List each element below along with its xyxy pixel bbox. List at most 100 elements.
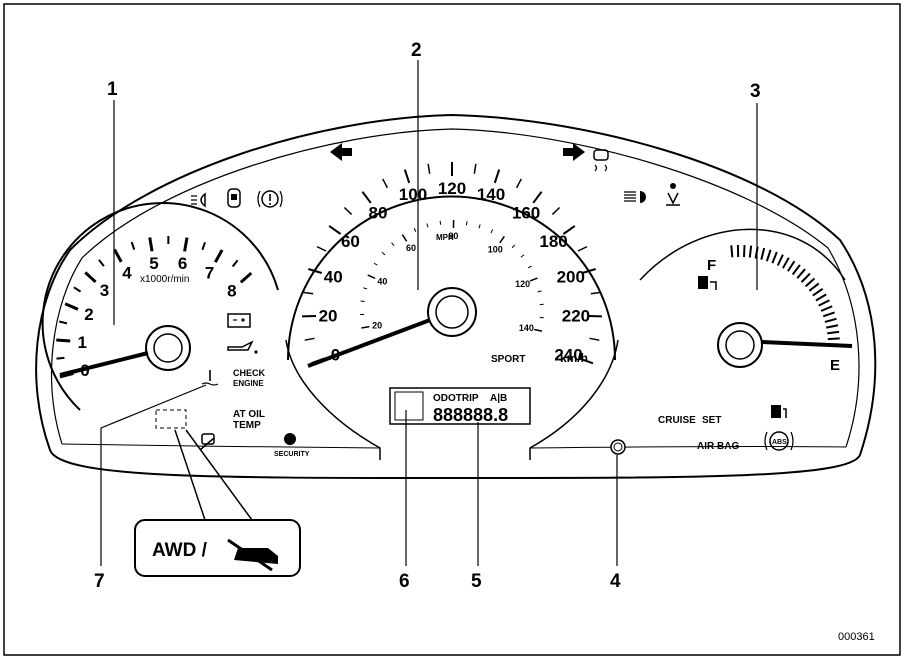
speedo-tick xyxy=(343,206,353,215)
speedo-tick xyxy=(532,191,543,204)
figure-frame xyxy=(3,3,901,656)
speedo-tick xyxy=(551,206,561,215)
fuel-segment xyxy=(815,293,827,302)
traction-control-icon xyxy=(199,433,215,451)
tach-label-5: 5 xyxy=(149,254,158,273)
speedo-label-120: 120 xyxy=(438,179,466,198)
fuel-segment xyxy=(827,337,840,341)
figure-code: 000361 xyxy=(838,631,875,643)
sport-indicator: SPORT xyxy=(491,354,525,365)
trip-reset-knob xyxy=(610,439,626,455)
speedo-label-160: 160 xyxy=(512,203,540,222)
security-indicator-light xyxy=(284,433,296,445)
tach-tick xyxy=(231,259,239,268)
mph-tick xyxy=(520,254,525,258)
awd-indicator-slot xyxy=(155,409,187,429)
trip-reset-knob-inner xyxy=(613,442,623,452)
right-turn-icon xyxy=(563,143,585,161)
kmh-unit: km/h xyxy=(560,351,588,365)
speedo-tick xyxy=(316,245,327,252)
fuel-segment xyxy=(808,282,820,292)
odo-digits: 888888.8 xyxy=(433,405,508,425)
fuel-segment xyxy=(730,245,734,258)
speedo-hub-cap xyxy=(435,295,469,329)
set-label: SET xyxy=(702,415,721,426)
low-fuel-icon xyxy=(771,405,787,418)
speedo-label-140: 140 xyxy=(477,185,505,204)
mph-tick xyxy=(511,244,516,249)
tach-tick xyxy=(73,286,82,293)
speedo-label-200: 200 xyxy=(557,267,585,286)
fuel-segment xyxy=(804,277,816,288)
air-bag-label: AIR BAG xyxy=(697,441,739,452)
tach-tick xyxy=(113,248,123,263)
fuel-segment xyxy=(776,254,784,266)
fuel-segment xyxy=(800,272,811,283)
awd-label: AWD / xyxy=(152,540,208,561)
speedo-tick xyxy=(427,163,431,174)
callout-3: 3 xyxy=(750,81,761,102)
fuel-segment xyxy=(812,287,824,297)
tach-bezel xyxy=(41,201,279,411)
odo-trip-label: ODOTRIP xyxy=(433,393,479,404)
abs-icon: ABS xyxy=(764,431,794,451)
speedo-tick xyxy=(515,178,522,189)
speedo-label-180: 180 xyxy=(539,232,567,251)
tach-tick xyxy=(58,320,68,325)
fuel-segment xyxy=(796,268,806,279)
callout-5: 5 xyxy=(471,571,482,592)
speedo-tick xyxy=(493,169,501,184)
speedo-lower-right xyxy=(529,339,619,460)
callout-4: 4 xyxy=(610,571,621,592)
fuel-needle xyxy=(761,340,853,348)
speedo-tick xyxy=(382,178,389,189)
cluster-outline xyxy=(35,113,877,479)
speedo-label-40: 40 xyxy=(324,267,343,286)
speedo-label-100: 100 xyxy=(399,185,427,204)
callout-7: 7 xyxy=(94,571,105,592)
mph-label-100: 100 xyxy=(488,245,503,255)
speedo-label-80: 80 xyxy=(368,203,387,222)
skid-car-icon xyxy=(593,149,609,172)
at-oil-temp-line2: TEMP xyxy=(233,420,261,431)
fuel-empty-label: E xyxy=(830,357,840,374)
mph-label-120: 120 xyxy=(515,279,530,289)
speedo-label-240: 240 xyxy=(554,345,582,364)
tach-tick xyxy=(214,249,224,263)
speedo-tick xyxy=(562,225,576,235)
tach-label-2: 2 xyxy=(84,305,93,324)
abs-label: ABS xyxy=(772,439,787,446)
left-turn-icon xyxy=(330,143,352,161)
speedo-tick xyxy=(361,191,372,204)
mph-label-20: 20 xyxy=(372,320,382,330)
battery-icon xyxy=(227,313,251,328)
brake-warning-icon xyxy=(257,190,283,208)
fuel-segment xyxy=(742,245,746,258)
ab-label: A|B xyxy=(490,393,507,404)
mph-tick xyxy=(426,223,429,228)
security-label: SECURITY xyxy=(274,451,310,458)
callout-1: 1 xyxy=(107,79,118,100)
headlight-high-beam-icon xyxy=(624,191,646,203)
mph-tick xyxy=(381,251,386,256)
speedo-tick xyxy=(579,357,594,365)
tach-label-7: 7 xyxy=(205,264,214,283)
cruise-label: CRUISE xyxy=(658,415,696,426)
mph-tick xyxy=(439,220,442,225)
fuel-segment xyxy=(760,247,766,260)
mph-tick xyxy=(490,229,494,234)
speedo-tick xyxy=(589,337,600,341)
fuel-segment xyxy=(791,264,801,276)
speedo-bezel xyxy=(287,195,616,361)
speedo-tick xyxy=(328,225,342,235)
fuel-segment xyxy=(826,324,839,329)
fuel-segment xyxy=(818,299,830,307)
fuel-hub-cap xyxy=(725,330,755,360)
oil-pressure-icon xyxy=(227,340,258,354)
fuel-segment xyxy=(771,251,778,264)
mph-unit: MPH xyxy=(436,233,454,242)
tach-tick xyxy=(84,271,97,284)
tach-tick xyxy=(148,237,154,252)
fuel-mini-gauge xyxy=(394,391,424,421)
